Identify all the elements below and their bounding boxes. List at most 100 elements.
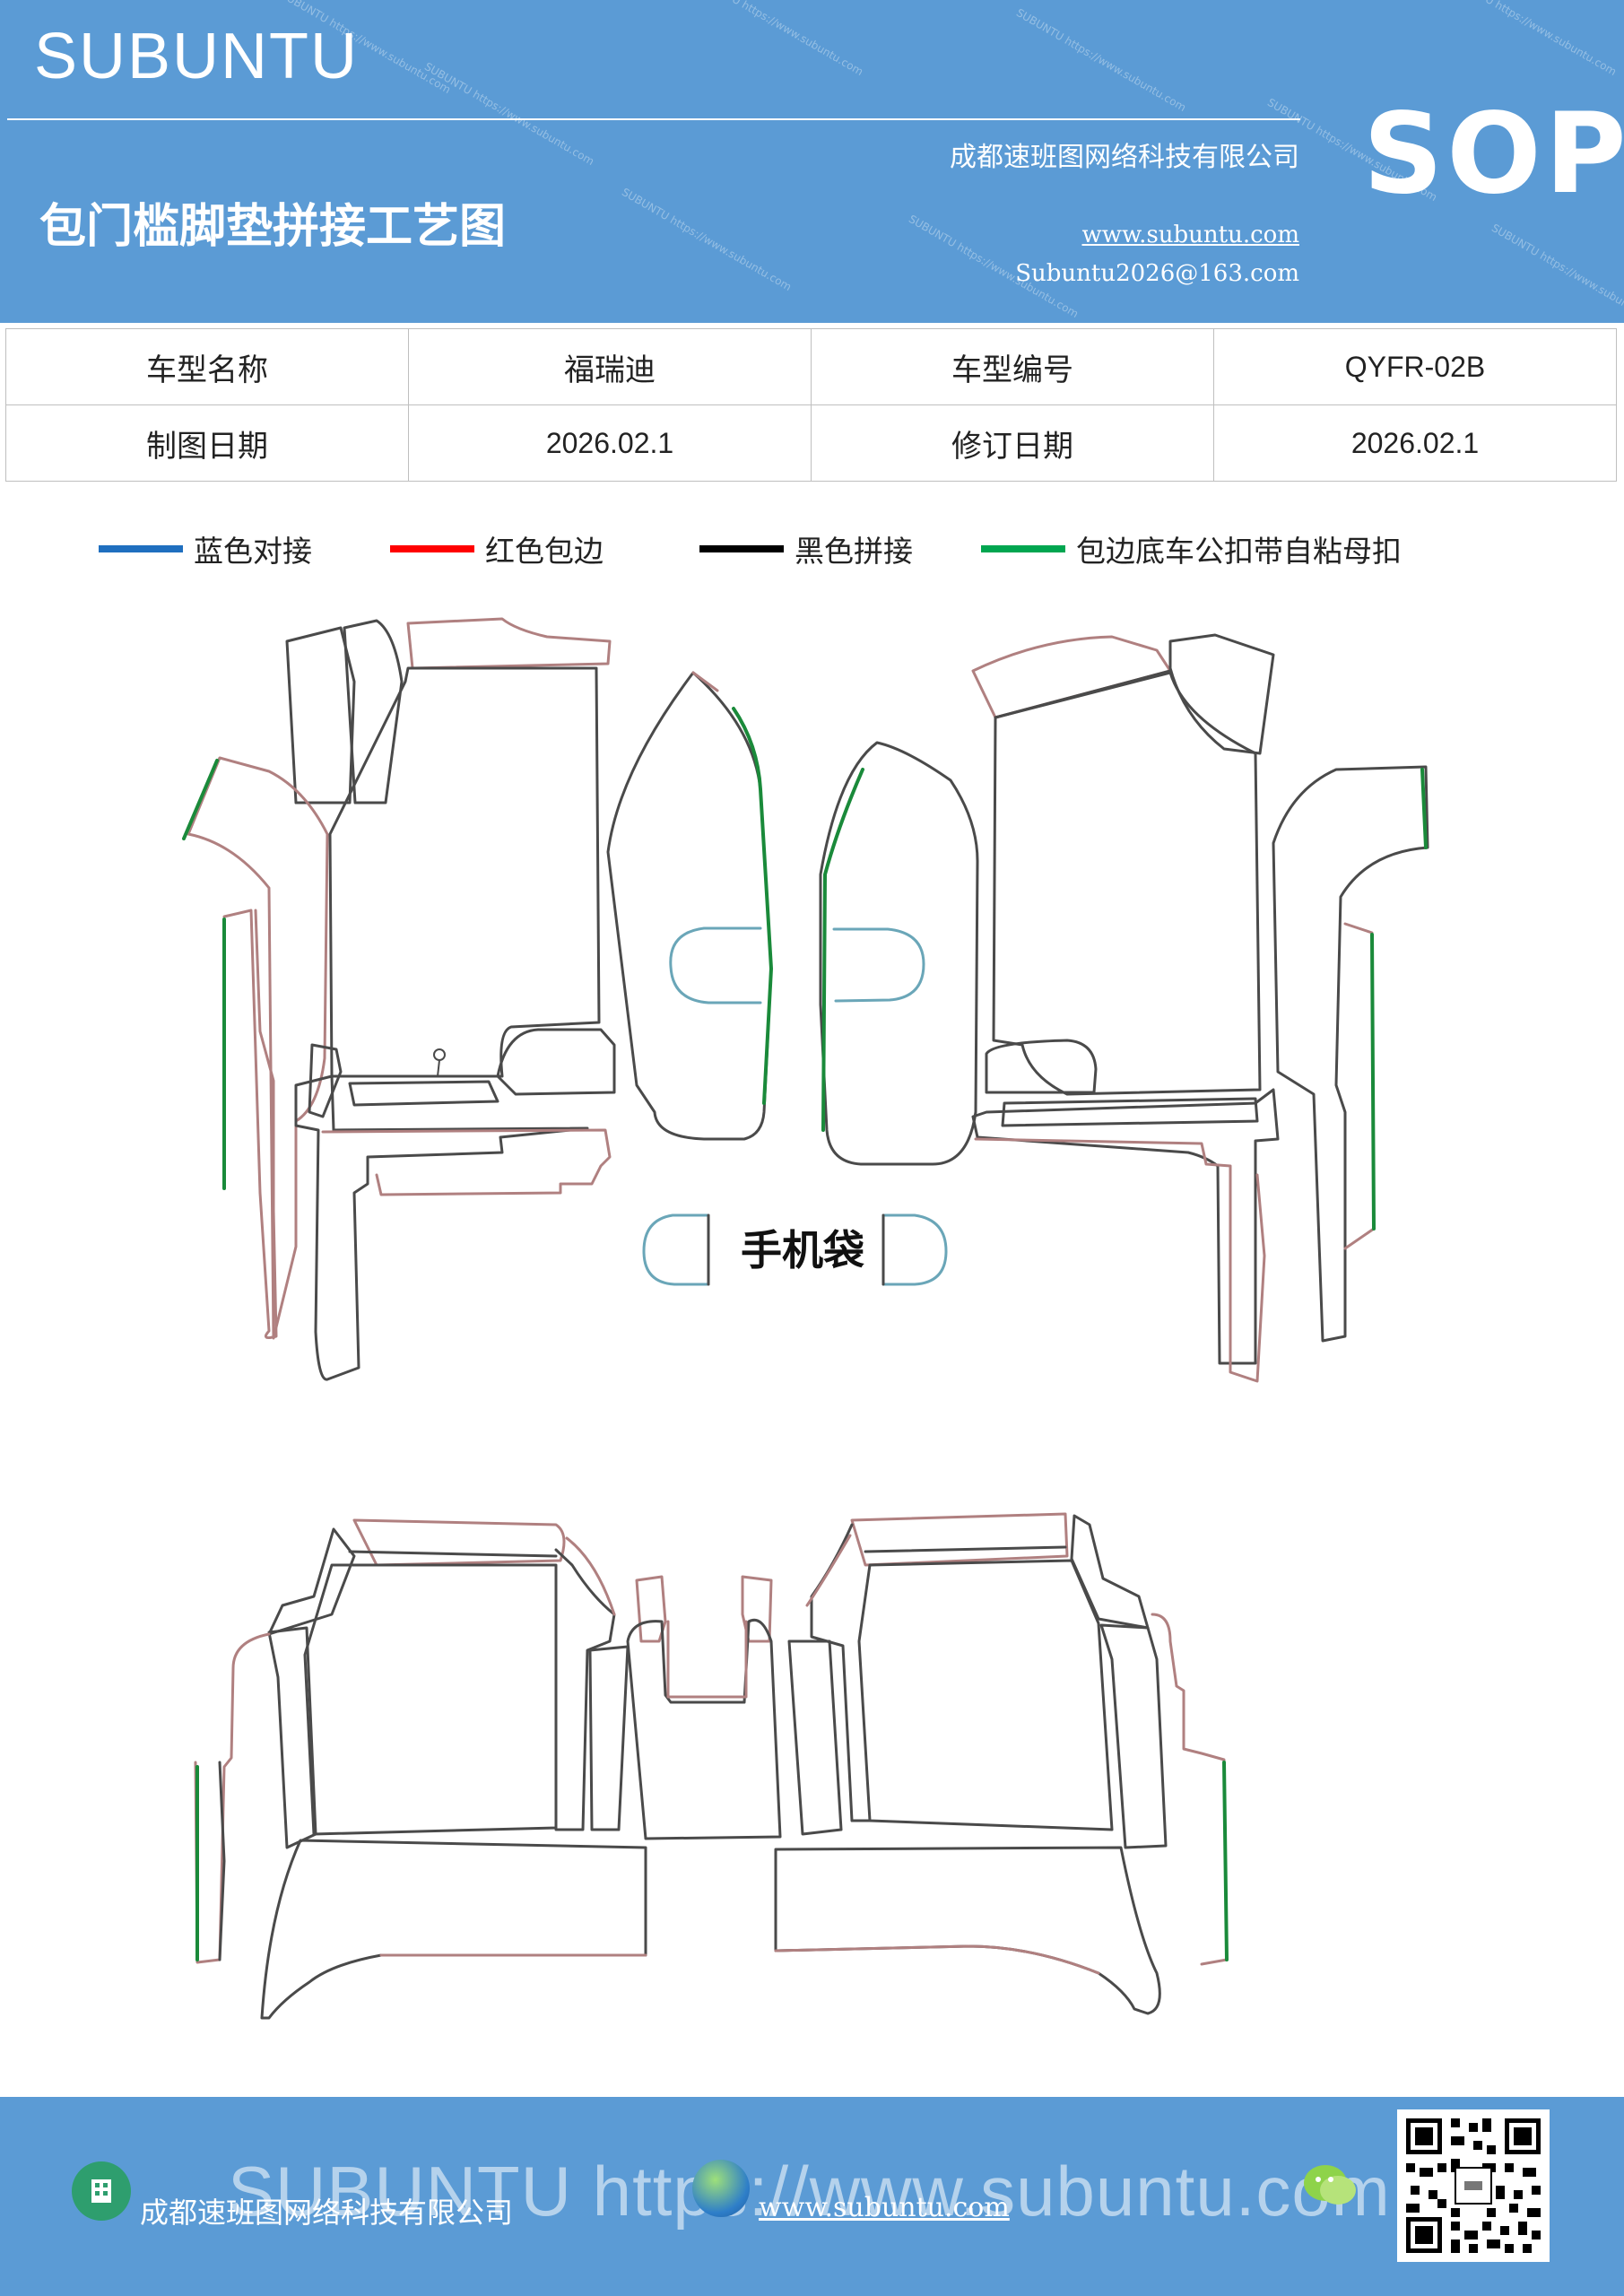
watermark: SUBUNTU https://www.subuntu.com	[690, 0, 865, 79]
watermark: SUBUNTU https://www.subuntu.com	[421, 59, 596, 169]
legend-label: 红色包边	[485, 534, 604, 569]
model-name-value: 福瑞迪	[408, 328, 812, 405]
front-right-sill-inner	[1343, 922, 1376, 1250]
rear-right-side-strip	[1099, 1623, 1168, 1849]
front-left-pillar-strip	[343, 619, 404, 804]
footer-watermark: SUBUNTU https://www.subuntu.com	[228, 2152, 1391, 2231]
center-right-velcro	[821, 768, 864, 1132]
watermark: SUBUNTU https://www.subuntu.com	[619, 185, 794, 294]
model-code-value: QYFR-02B	[1213, 328, 1617, 405]
qr-code-icon	[1397, 2109, 1550, 2262]
phone-pocket-label: 手机袋	[741, 1226, 864, 1274]
front-left-top-strip	[406, 617, 612, 670]
legend-swatch	[390, 545, 474, 552]
revise-date-label: 修订日期	[811, 404, 1214, 482]
table-row: 制图日期 2026.02.1 修订日期 2026.02.1	[5, 404, 1617, 482]
email-address: Subuntu2026@163.com	[1015, 260, 1299, 287]
legend-item-red: 红色包边	[390, 527, 604, 570]
legend-label: 包边底车公扣带自粘母扣	[1076, 534, 1402, 569]
legend-item-green: 包边底车公扣带自粘母扣	[981, 527, 1402, 570]
front-center-left-group	[606, 671, 773, 1141]
footer-company-name: 成都速班图网络科技有限公司	[140, 2196, 514, 2230]
globe-icon	[692, 2160, 750, 2217]
front-left-velcro-top	[182, 759, 219, 840]
legend-label: 黑色拼接	[795, 534, 913, 569]
model-name-label: 车型名称	[5, 328, 409, 405]
rear-right-mat-group	[774, 1512, 1229, 2015]
front-right-heel-pad	[1001, 1097, 1259, 1127]
rear-right-wheel-corner	[1070, 1514, 1150, 1630]
front-right-pedal-bump	[985, 1039, 1098, 1094]
front-left-sill-inner	[222, 909, 278, 1339]
center-left-pocket-join	[669, 926, 762, 1004]
rear-left-outer-trim	[194, 1632, 271, 1964]
draw-date-value: 2026.02.1	[408, 404, 812, 482]
rear-right-top-strip	[850, 1512, 1069, 1567]
rear-left-bottom-mat	[260, 1839, 647, 2020]
rear-right-velcro	[1222, 1761, 1229, 1961]
rear-left-wheel-corner	[267, 1527, 356, 1636]
front-left-pillar-piece	[285, 626, 356, 804]
rear-right-center-trim	[805, 1534, 852, 1607]
rear-left-top-sep	[348, 1550, 558, 1558]
revise-date-value: 2026.02.1	[1213, 404, 1617, 482]
header-divider	[7, 118, 1300, 120]
front-left-pedal-bump	[496, 1028, 616, 1096]
legend-swatch	[981, 545, 1065, 552]
legend-label: 蓝色对接	[194, 534, 312, 569]
front-right-corner-piece	[1168, 633, 1275, 755]
footer-website-link[interactable]: www.subuntu.com	[759, 2192, 1010, 2223]
rear-left-main-mat	[303, 1563, 558, 1836]
website-link[interactable]: www.subuntu.com	[1081, 222, 1300, 248]
rear-left-inner-strip	[588, 1645, 630, 1831]
rear-left-outer-black	[218, 1761, 226, 1961]
center-right-pocket-join	[832, 927, 925, 1003]
front-right-mat-group	[971, 633, 1429, 1383]
front-right-bottom-piece	[971, 1088, 1280, 1365]
legend-item-blue: 蓝色对接	[99, 527, 312, 570]
front-right-main-mat	[992, 671, 1262, 1096]
rear-left-top-strip	[352, 1518, 566, 1567]
draw-date-label: 制图日期	[5, 404, 409, 482]
legend-swatch	[99, 545, 183, 552]
watermark: SUBUNTU https://www.subuntu.com	[1444, 0, 1619, 79]
front-right-velcro-side	[1370, 933, 1376, 1231]
front-left-mat-group	[182, 617, 616, 1381]
front-left-sill-strip	[308, 1043, 343, 1118]
legend-item-black: 黑色拼接	[699, 527, 913, 570]
watermark: SUBUNTU https://www.subuntu.com	[1013, 5, 1188, 115]
center-left-trim	[691, 671, 719, 692]
phone-pocket-right	[881, 1213, 948, 1286]
watermark: SUBUNTU https://www.subuntu.com	[1489, 221, 1624, 323]
rear-left-center-trim	[565, 1536, 616, 1616]
rear-tunnel-right	[741, 1575, 773, 1643]
front-center-right-group	[819, 741, 979, 1166]
front-left-anchor-stem	[437, 1059, 440, 1077]
mat-splice-diagram: 手机袋	[182, 617, 1429, 2020]
rear-left-mat-group	[194, 1518, 647, 2020]
rear-right-outer-trim	[1151, 1613, 1229, 1966]
rear-tunnel-notch	[666, 1620, 748, 1699]
header-banner: SUBUNTU https://www.subuntu.com SUBUNTU …	[0, 0, 1624, 323]
rear-tunnel-body	[626, 1618, 782, 1840]
front-left-anchor-hole	[433, 1048, 446, 1061]
phone-pocket-group	[642, 1213, 948, 1286]
center-left-velcro	[732, 707, 773, 1105]
rear-right-top-sep	[864, 1545, 1067, 1553]
front-left-bottom-piece	[294, 1074, 589, 1381]
front-right-bottom-trim	[974, 1137, 1266, 1383]
sop-badge: SOP	[1363, 90, 1624, 219]
rear-center-group	[626, 1575, 782, 1840]
rear-right-bottom-trim	[774, 1944, 1100, 1975]
footer-banner: SUBUNTU https://www.subuntu.com 成都速班图网络科…	[0, 2097, 1624, 2296]
model-code-label: 车型编号	[811, 328, 1214, 405]
phone-pocket-left	[642, 1213, 710, 1286]
rear-left-center-strip	[554, 1548, 616, 1831]
page-title: 包门槛脚垫拼接工艺图	[39, 200, 507, 254]
front-left-heel-pad	[348, 1080, 499, 1107]
brand-logo-text: SUBUNTU	[34, 21, 360, 92]
front-right-top-strip	[971, 635, 1172, 719]
rear-right-bottom-mat	[774, 1846, 1161, 2015]
rear-right-main-mat	[857, 1559, 1114, 1831]
company-name: 成都速班图网络科技有限公司	[950, 142, 1299, 173]
